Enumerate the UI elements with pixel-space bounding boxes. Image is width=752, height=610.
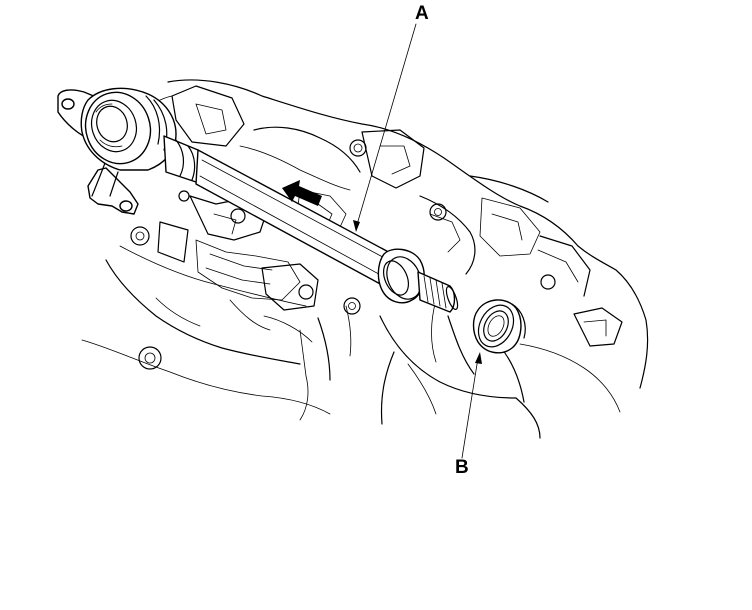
transmission-housing [81, 79, 649, 439]
callout-label-b: B [455, 457, 469, 478]
install-direction-arrow [282, 180, 322, 206]
oil-seal-b [472, 299, 526, 354]
callout-label-a: A [415, 3, 429, 24]
bolt-holes [130, 139, 556, 370]
intermediate-shaft-bracket [57, 87, 177, 215]
driveshaft-a [163, 135, 459, 313]
leader-lines [353, 23, 482, 459]
